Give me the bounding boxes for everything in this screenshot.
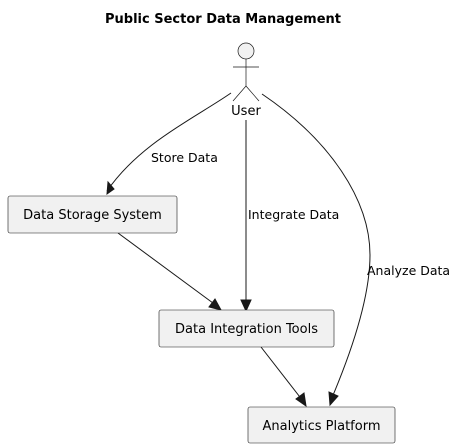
edge-label-integrate-data: Integrate Data bbox=[248, 207, 339, 222]
node-label-data-storage-system: Data Storage System bbox=[23, 208, 162, 223]
arrow-head-icon bbox=[240, 299, 252, 313]
edge-store-data bbox=[106, 92, 232, 196]
edge-integrate-data bbox=[240, 120, 252, 313]
node-label-data-integration-tools: Data Integration Tools bbox=[175, 322, 318, 337]
stick-figure-icon bbox=[232, 42, 260, 102]
diagram-title: Public Sector Data Management bbox=[105, 12, 341, 27]
node-analytics-platform[interactable]: Analytics Platform bbox=[247, 406, 396, 444]
arrow-head-icon bbox=[208, 298, 222, 311]
edge-integration-to-analytics bbox=[260, 346, 307, 408]
edge-label-analyze-data: Analyze Data bbox=[367, 263, 450, 278]
edge-label-store-data: Store Data bbox=[151, 150, 218, 165]
arrow-head-icon bbox=[295, 392, 307, 408]
actor-user[interactable]: User bbox=[231, 42, 261, 119]
edge-analyze-data bbox=[261, 93, 371, 407]
arrow-head-icon bbox=[106, 180, 115, 196]
arrow-head-icon bbox=[328, 391, 339, 407]
node-data-integration-tools[interactable]: Data Integration Tools bbox=[158, 309, 335, 348]
node-data-storage-system[interactable]: Data Storage System bbox=[7, 195, 178, 234]
node-label-analytics-platform: Analytics Platform bbox=[263, 419, 381, 434]
edge-storage-to-integration bbox=[117, 232, 222, 311]
actor-user-label: User bbox=[231, 104, 261, 119]
